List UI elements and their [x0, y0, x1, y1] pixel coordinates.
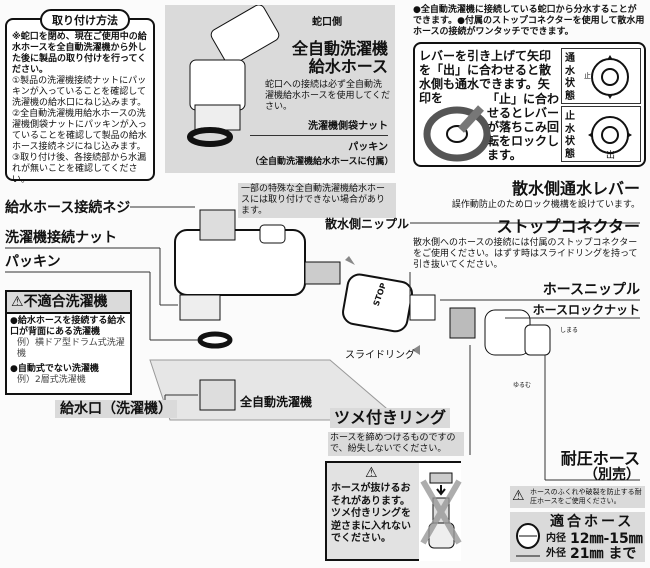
mark-out: 出	[606, 151, 616, 161]
warning-icon: ⚠	[365, 465, 378, 481]
state-closed-label: 止水状態	[565, 111, 575, 160]
packing-label: パッキン	[5, 254, 61, 270]
incompatible-title: ⚠不適合洗濯機	[7, 292, 130, 314]
lever-text-2: 「止」に合わせるとレバーが落ちこみ回転をロックします。	[487, 92, 560, 162]
inlet-label: 給水口（洗濯機）	[55, 400, 177, 418]
hose-title: 全自動洗濯機給水ホース	[291, 39, 388, 76]
stop-connector-desc: 散水側へのホースの接続には付属のストップコネクターをご使用ください。はずす時はス…	[413, 238, 638, 270]
hose-desc: 蛇口への接続は必ず全自動洗濯機給水ホースを使用してください。	[265, 80, 391, 112]
spray-nipple-label: 散水側ニップル	[325, 217, 410, 231]
packing-note: （全自動洗濯機給水ホースに付属）	[250, 157, 394, 167]
hose-diameter-icon	[516, 523, 540, 557]
install-note: ※蛇口を閉め、現在ご使用中の給水ホースを全自動洗濯機から外した後に製品の取り付け…	[12, 32, 147, 75]
hose-thread-label: 給水ホース接続ネジ	[5, 200, 131, 216]
faucet-side-label: 蛇口側	[312, 17, 342, 28]
lever-label: 散水側通水レバー	[511, 179, 640, 198]
special-hose-warning: 一部の特殊な全自動洗濯機給水ホースには取り付けできない場合があります。	[238, 183, 396, 218]
incompatible-box: ⚠不適合洗濯機 ●給水ホースを接続する給水口が背面にある洗濯機 例）横ドア型ドラ…	[5, 290, 132, 395]
claw-warning-text: ホースが抜けるおそれがあります。ツメ付きリングを逆さまに入れないでください。	[331, 483, 411, 544]
install-step-1: ①製品の洗濯機接続ナットにパッキンが入っていることを確認して洗濯機の給水口にねじ…	[12, 76, 147, 108]
valve-open-icon	[591, 55, 629, 99]
lever-rotate-icon	[423, 105, 491, 162]
reversed-ring-crossed-icon	[419, 463, 462, 561]
hose-illustration	[187, 5, 280, 147]
hose-lock-nut-label: ホースロックナット	[532, 303, 640, 317]
install-title: 取り付け方法	[40, 9, 130, 31]
warning-icon: ⚠	[512, 488, 525, 504]
lever-info-box: レバーを引き上げて矢印を「出」に合わせると散水側も通水できます。矢印を 「止」に…	[413, 42, 646, 167]
mark-stop: 止	[584, 72, 591, 80]
valve-closed-icon	[588, 116, 632, 154]
incompatible-item-1: ●給水ホースを接続する給水口が背面にある洗濯機	[10, 316, 126, 337]
pressure-hose-label: 耐圧ホース	[560, 449, 640, 468]
packing-label-top: パッキン	[348, 142, 388, 153]
stop-connector-label: ストップコネクター	[496, 217, 640, 236]
lever-text-1: レバーを引き上げて矢印を「出」に合わせると散水側も通水できます。矢印を	[419, 49, 552, 105]
loosen-label: ゆるむ	[513, 382, 532, 389]
pressure-warning-text: ホースのふくれや破裂を防止する耐圧ホースをご使用ください。	[530, 488, 642, 505]
bag-nut-label: 洗濯機側袋ナット	[308, 121, 388, 132]
outer-diameter-label: 外径	[546, 548, 566, 559]
lever-desc: 誤作動防止のためロック機構を設けています。	[451, 200, 640, 210]
stop-mark: STOP	[371, 281, 389, 308]
incompatible-example-1: 例）横ドア型ドラム式洗濯機	[17, 338, 125, 359]
pressure-hose-sub: （別売）	[584, 467, 640, 483]
install-step-2: ②全自動洗濯機用給水ホースの洗濯機側袋ナットにパッキンが入っていることを確認して…	[12, 109, 147, 152]
claw-ring-label: ツメ付きリング	[330, 408, 451, 428]
incompatible-title-text: 不適合洗濯機	[23, 294, 108, 310]
fit-hose-box: 適合ホース 内径 12㎜-15㎜ 外径 21㎜ まで	[510, 512, 645, 562]
install-instructions-box: ※蛇口を閉め、現在ご使用中の給水ホースを全自動洗濯機から外した後に製品の取り付け…	[5, 18, 155, 185]
features-intro: ●全自動洗濯機に接続している蛇口から分水することができます。●付属のストップコネ…	[413, 5, 645, 37]
incompatible-example-2: 例）2層式洗濯機	[17, 375, 86, 385]
inner-diameter-value: 12㎜-15㎜	[570, 531, 643, 547]
pressure-warning: ⚠ ホースのふくれや破裂を防止する耐圧ホースをご使用ください。	[510, 486, 645, 508]
hose-panel	[165, 5, 395, 173]
tighten-label: しまる	[560, 327, 579, 334]
state-closed-panel: 止水状態 出	[561, 106, 641, 162]
claw-warning-box: ⚠ ホースが抜けるおそれがあります。ツメ付きリングを逆さまに入れないでください。	[325, 461, 462, 561]
fit-hose-title: 適合ホース	[550, 514, 635, 530]
auto-washer-label: 全自動洗濯機	[240, 395, 313, 409]
install-step-3: ③取り付け後、各接続部から水漏れが無いことを確認してください。	[12, 153, 147, 185]
outer-diameter-value: 21㎜ まで	[570, 546, 637, 562]
claw-ring-desc: ホースを締めつけるものですので、紛失しないでください。	[328, 432, 464, 456]
state-open-label: 通水状態	[565, 53, 575, 102]
state-open-panel: 通水状態 止	[561, 48, 641, 104]
inner-diameter-label: 内径	[546, 533, 566, 544]
slide-ring-label: スライドリング	[345, 350, 415, 361]
hose-nipple-label: ホースニップル	[542, 282, 640, 298]
incompatible-item-2: ●自動式でない洗濯機	[10, 364, 99, 374]
washer-nut-label: 洗濯機接続ナット	[5, 230, 117, 246]
